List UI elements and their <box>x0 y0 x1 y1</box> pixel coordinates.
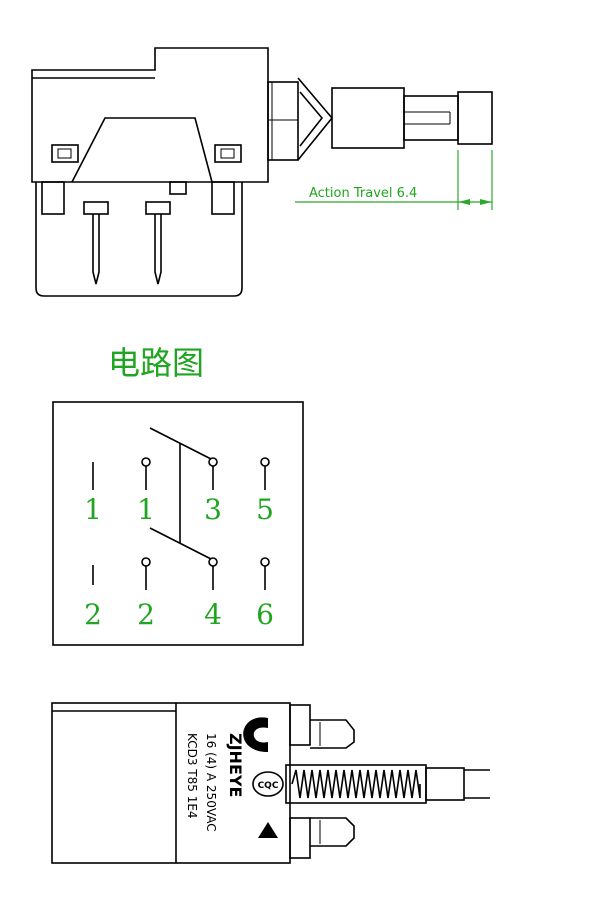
terminal-label-bottom-1: 2 <box>84 598 102 631</box>
terminal-label-top-1: 1 <box>84 493 102 526</box>
rating-label: 16 (4) A 250VAC <box>204 733 218 832</box>
circuit-title: 电路图 <box>108 344 204 382</box>
top-view: Action Travel 6.4 <box>31 47 493 297</box>
terminal-label-top-3: 3 <box>204 493 222 526</box>
terminal-label-bottom-4: 6 <box>256 598 274 631</box>
circuit-diagram: 1 1 3 5 2 2 4 6 <box>52 401 304 646</box>
side-view: CQC ZJHEYE 16 (4) A 250VAC KCD3 T85 1E4 <box>51 702 490 864</box>
terminal-label-top-2: 1 <box>137 493 155 526</box>
terminal-label-bottom-2: 2 <box>137 598 155 631</box>
model-label: KCD3 T85 1E4 <box>185 733 199 819</box>
terminal-label-bottom-3: 4 <box>204 598 222 631</box>
cqc-mark: CQC <box>258 781 279 791</box>
action-travel-label: Action Travel 6.4 <box>309 186 417 201</box>
brand-label: ZJHEYE <box>226 733 245 797</box>
terminal-label-top-4: 5 <box>256 493 274 526</box>
